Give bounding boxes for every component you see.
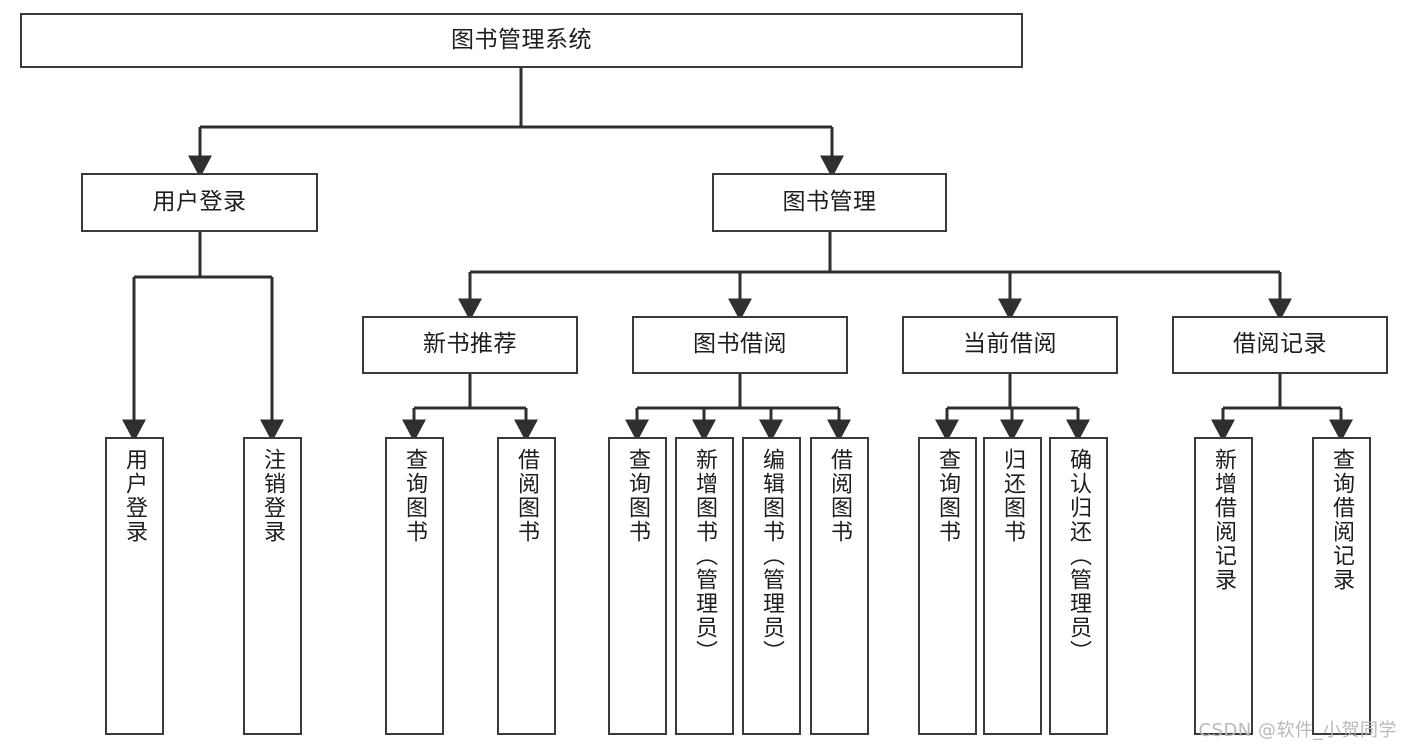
- leaf-current-return-book[interactable]: 归还图书: [983, 437, 1042, 735]
- leaf-record-query-record-label: 查询借阅记录: [1329, 448, 1355, 592]
- node-book-management[interactable]: 图书管理: [712, 173, 947, 232]
- node-new-book-recommend-label: 新书推荐: [423, 331, 517, 358]
- node-root-system-label: 图书管理系统: [451, 26, 592, 53]
- node-current-borrow[interactable]: 当前借阅: [902, 316, 1118, 374]
- leaf-user-login-logout[interactable]: 注销登录: [243, 437, 302, 735]
- node-user-login[interactable]: 用户登录: [81, 173, 318, 232]
- leaf-new-book-query-book-label: 查询图书: [402, 448, 428, 544]
- node-root-system[interactable]: 图书管理系统: [20, 13, 1023, 68]
- leaf-borrow-add-book-admin[interactable]: 新增图书（管理员）: [675, 437, 734, 735]
- leaf-user-login-logout-label: 注销登录: [260, 448, 286, 544]
- node-new-book-recommend[interactable]: 新书推荐: [362, 316, 578, 374]
- leaf-new-book-borrow-book[interactable]: 借阅图书: [497, 437, 556, 735]
- leaf-record-add-record-label: 新增借阅记录: [1211, 448, 1237, 592]
- node-book-management-label: 图书管理: [782, 188, 877, 215]
- node-current-borrow-label: 当前借阅: [963, 331, 1057, 358]
- node-user-login-label: 用户登录: [152, 188, 247, 215]
- leaf-user-login-login[interactable]: 用户登录: [105, 437, 164, 735]
- leaf-borrow-query-book[interactable]: 查询图书: [608, 437, 667, 735]
- leaf-borrow-edit-book-admin[interactable]: 编辑图书（管理员）: [742, 437, 801, 735]
- leaf-borrow-edit-book-admin-label: 编辑图书（管理员）: [759, 448, 785, 664]
- leaf-borrow-add-book-admin-label: 新增图书（管理员）: [692, 448, 718, 664]
- node-book-borrow-label: 图书借阅: [693, 331, 787, 358]
- leaf-borrow-borrow-book[interactable]: 借阅图书: [810, 437, 869, 735]
- leaf-current-query-book[interactable]: 查询图书: [918, 437, 977, 735]
- leaf-record-add-record[interactable]: 新增借阅记录: [1194, 437, 1253, 735]
- leaf-new-book-query-book[interactable]: 查询图书: [385, 437, 444, 735]
- leaf-current-query-book-label: 查询图书: [935, 448, 961, 544]
- node-book-borrow[interactable]: 图书借阅: [632, 316, 848, 374]
- leaf-current-return-book-label: 归还图书: [1000, 448, 1026, 544]
- leaf-borrow-borrow-book-label: 借阅图书: [827, 448, 853, 544]
- leaf-record-query-record[interactable]: 查询借阅记录: [1312, 437, 1371, 735]
- node-borrow-record[interactable]: 借阅记录: [1172, 316, 1388, 374]
- leaf-current-confirm-return-admin[interactable]: 确认归还（管理员）: [1049, 437, 1108, 735]
- node-borrow-record-label: 借阅记录: [1233, 331, 1327, 358]
- leaf-current-confirm-return-admin-label: 确认归还（管理员）: [1066, 448, 1092, 664]
- leaf-user-login-login-label: 用户登录: [122, 448, 148, 544]
- leaf-new-book-borrow-book-label: 借阅图书: [514, 448, 540, 544]
- leaf-borrow-query-book-label: 查询图书: [625, 448, 651, 544]
- csdn-watermark: CSDN @软件_小贺同学: [1198, 720, 1397, 741]
